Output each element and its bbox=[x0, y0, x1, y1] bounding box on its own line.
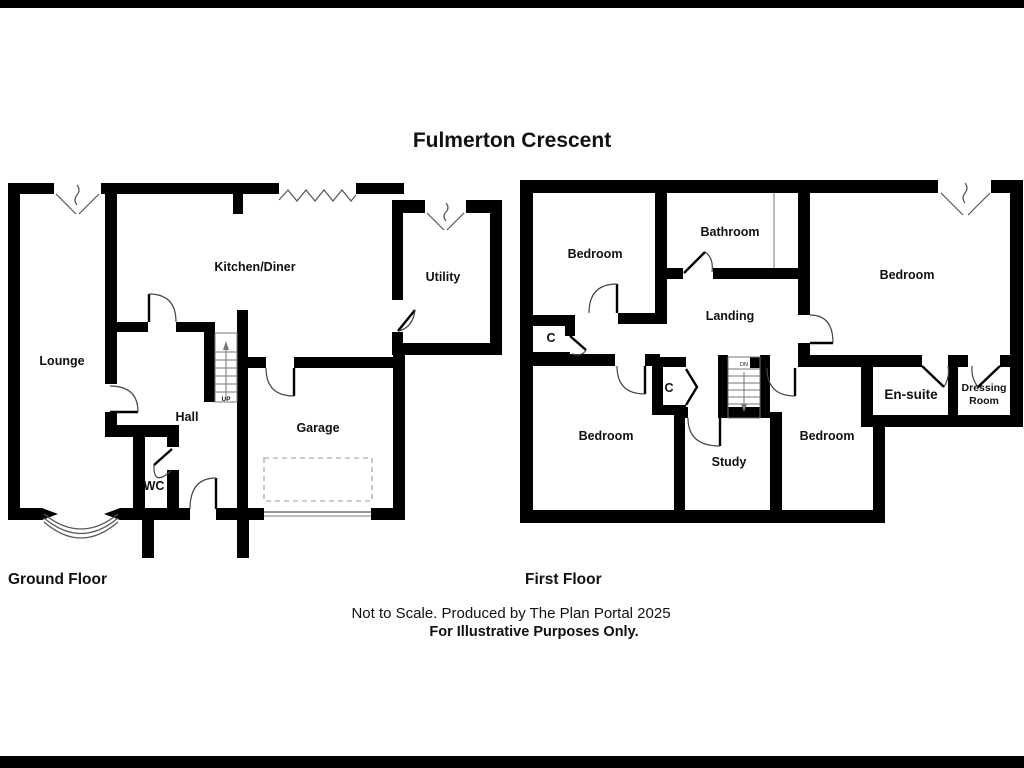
page-title: Fulmerton Crescent bbox=[413, 129, 611, 152]
stairs-up: UP bbox=[214, 332, 238, 403]
closet-middle-bifold-door bbox=[684, 368, 699, 406]
dressing-room-door bbox=[971, 365, 1001, 388]
kitchen-door bbox=[147, 293, 177, 323]
room-label-bedroom-bottom-right: Bedroom bbox=[800, 429, 855, 443]
ground-floor-walls bbox=[8, 183, 502, 558]
room-label-bedroom-top-left: Bedroom bbox=[568, 247, 623, 261]
garage-vehicle-door-icon bbox=[264, 511, 371, 517]
footer: Not to Scale. Produced by The Plan Porta… bbox=[351, 605, 670, 640]
lounge-door bbox=[109, 385, 139, 414]
room-label-bedroom-right: Bedroom bbox=[880, 268, 935, 282]
room-label-dressing-line2: Room bbox=[969, 395, 999, 407]
room-label-landing: Landing bbox=[706, 309, 755, 323]
room-label-kitchen-diner: Kitchen/Diner bbox=[214, 260, 295, 274]
lounge-window-icon bbox=[55, 184, 100, 215]
room-label-utility: Utility bbox=[426, 270, 461, 284]
first-floor-title: First Floor bbox=[525, 571, 602, 588]
bedroom-right-door bbox=[809, 314, 834, 345]
ground-floor-plan: UP Lounge Kitchen/Diner Utility Hall WC … bbox=[8, 183, 502, 588]
stairs-up-arrow-icon bbox=[223, 341, 229, 350]
bedroom-top-left-door bbox=[588, 283, 619, 314]
ensuite-door bbox=[921, 365, 950, 388]
room-label-ensuite: En-suite bbox=[884, 387, 938, 402]
ground-floor-title: Ground Floor bbox=[8, 571, 107, 588]
first-floor-walls bbox=[520, 180, 1023, 523]
room-label-hall: Hall bbox=[176, 410, 199, 424]
footer-disclaimer-line1: Not to Scale. Produced by The Plan Porta… bbox=[351, 605, 670, 622]
footer-disclaimer-line2: For Illustrative Purposes Only. bbox=[429, 624, 638, 640]
room-label-study: Study bbox=[712, 455, 747, 469]
kitchen-opening-break-icon bbox=[278, 189, 357, 202]
utility-door bbox=[397, 309, 416, 332]
bathroom-door bbox=[683, 251, 713, 274]
room-label-wc: WC bbox=[144, 479, 165, 493]
study-door bbox=[687, 417, 722, 447]
stairs-down: DN bbox=[727, 356, 761, 419]
room-label-dressing-line1: Dressing bbox=[962, 382, 1007, 394]
stairs-down-label: DN bbox=[740, 362, 748, 368]
room-label-bathroom: Bathroom bbox=[700, 225, 759, 239]
stairs-up-label: UP bbox=[221, 396, 231, 403]
utility-window-icon bbox=[426, 202, 465, 231]
first-floor-plan: DN Bedroom Bathroom Landing Bedroom C C … bbox=[520, 180, 1023, 588]
room-label-closet-middle: C bbox=[664, 381, 673, 395]
garage-internal-door bbox=[265, 367, 296, 397]
top-letterbox-bar bbox=[0, 0, 1024, 8]
lounge-bay-window-icon bbox=[43, 513, 119, 539]
bedroom-bottom-right-door bbox=[766, 367, 797, 397]
bottom-letterbox-bar bbox=[0, 756, 1024, 768]
room-label-closet-left: C bbox=[546, 331, 555, 345]
room-label-garage: Garage bbox=[296, 421, 339, 435]
bedroom-bottom-left-door bbox=[616, 365, 647, 395]
wc-door bbox=[153, 448, 173, 479]
room-label-lounge: Lounge bbox=[39, 354, 84, 368]
garage-dashed-area bbox=[263, 457, 373, 502]
bedroom-window-icon bbox=[940, 182, 991, 216]
front-door bbox=[189, 477, 218, 510]
closet-left-door bbox=[569, 335, 587, 356]
room-label-bedroom-bottom-left: Bedroom bbox=[579, 429, 634, 443]
stairs-down-arrow-icon bbox=[741, 404, 747, 412]
